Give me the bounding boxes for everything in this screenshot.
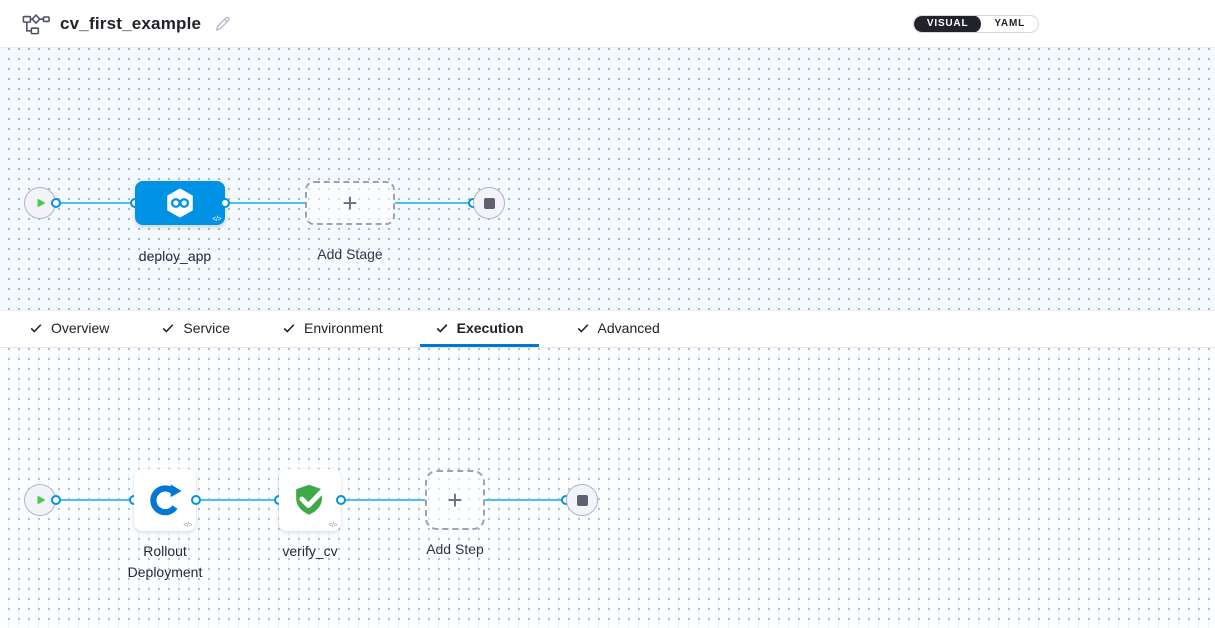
connector-port — [51, 495, 61, 505]
edit-title-button[interactable] — [213, 15, 231, 33]
check-icon — [283, 323, 295, 333]
verified-shield-icon — [296, 484, 327, 515]
add-stage-label: Add Stage — [317, 246, 383, 262]
step-node-verify-cv[interactable]: </> — [279, 469, 341, 531]
tab-label: Advanced — [597, 319, 660, 336]
connector-line — [485, 499, 563, 501]
tab-advanced[interactable]: Advanced — [561, 311, 675, 347]
check-icon — [30, 323, 42, 333]
pencil-icon — [216, 16, 230, 30]
code-icon: </> — [183, 522, 192, 529]
tab-label: Overview — [51, 319, 110, 336]
tab-label: Environment — [304, 319, 383, 336]
stage-label: deploy_app — [138, 248, 212, 264]
play-icon — [37, 496, 45, 504]
step-label: Rollout Deployment — [127, 543, 203, 580]
rolling-deployment-icon — [150, 484, 182, 516]
stage-canvas[interactable]: </> + deploy_app Add Stage — [0, 48, 1215, 310]
connector-port — [220, 198, 230, 208]
pipeline-graph-icon — [22, 13, 50, 34]
plus-icon: + — [342, 188, 358, 218]
stop-icon — [576, 494, 588, 506]
pipeline-start-node[interactable] — [24, 187, 56, 219]
check-icon — [162, 323, 174, 333]
connector-line — [56, 499, 134, 501]
stop-icon — [483, 197, 495, 209]
tab-environment[interactable]: Environment — [267, 311, 398, 347]
check-icon — [436, 323, 448, 333]
pipeline-title: cv_first_example — [60, 13, 202, 33]
add-stage-button[interactable]: + — [305, 181, 395, 225]
check-icon — [577, 323, 588, 333]
connector-port — [336, 495, 346, 505]
connector-port — [191, 495, 201, 505]
code-icon: </> — [328, 522, 337, 529]
toggle-yaml[interactable]: YAML — [994, 18, 1025, 29]
tab-label: Service — [183, 319, 231, 336]
connector-line — [341, 499, 425, 501]
play-icon — [37, 199, 45, 207]
add-step-button[interactable]: + — [425, 470, 485, 530]
stage-config-tabbar: Overview Service Environment Execution A… — [0, 310, 1215, 348]
execution-end-node[interactable] — [566, 484, 598, 516]
pipeline-header: cv_first_example VISUAL YAML — [0, 0, 1215, 48]
view-mode-toggle: VISUAL YAML — [912, 14, 1039, 33]
tab-overview[interactable]: Overview — [14, 311, 124, 347]
execution-canvas[interactable]: </> </> + Rollout Deployment verify_cv A… — [0, 348, 1215, 628]
connector-line — [56, 202, 136, 204]
add-step-label: Add Step — [426, 541, 484, 557]
stage-node-deploy-app[interactable]: </> — [135, 181, 225, 225]
code-icon: </> — [212, 216, 221, 223]
tab-service[interactable]: Service — [146, 311, 245, 347]
tab-label: Execution — [456, 319, 524, 336]
connector-line — [196, 499, 279, 501]
toggle-visual[interactable]: VISUAL — [913, 15, 982, 32]
tab-execution[interactable]: Execution — [419, 311, 539, 347]
cd-hexagon-infinity-icon — [167, 188, 193, 218]
connector-line — [395, 202, 473, 204]
pipeline-end-node[interactable] — [473, 187, 505, 219]
connector-line — [225, 202, 306, 204]
step-label: verify_cv — [282, 543, 338, 559]
step-node-rollout-deployment[interactable]: </> — [134, 469, 196, 531]
plus-icon: + — [447, 485, 463, 515]
connector-port — [51, 198, 61, 208]
